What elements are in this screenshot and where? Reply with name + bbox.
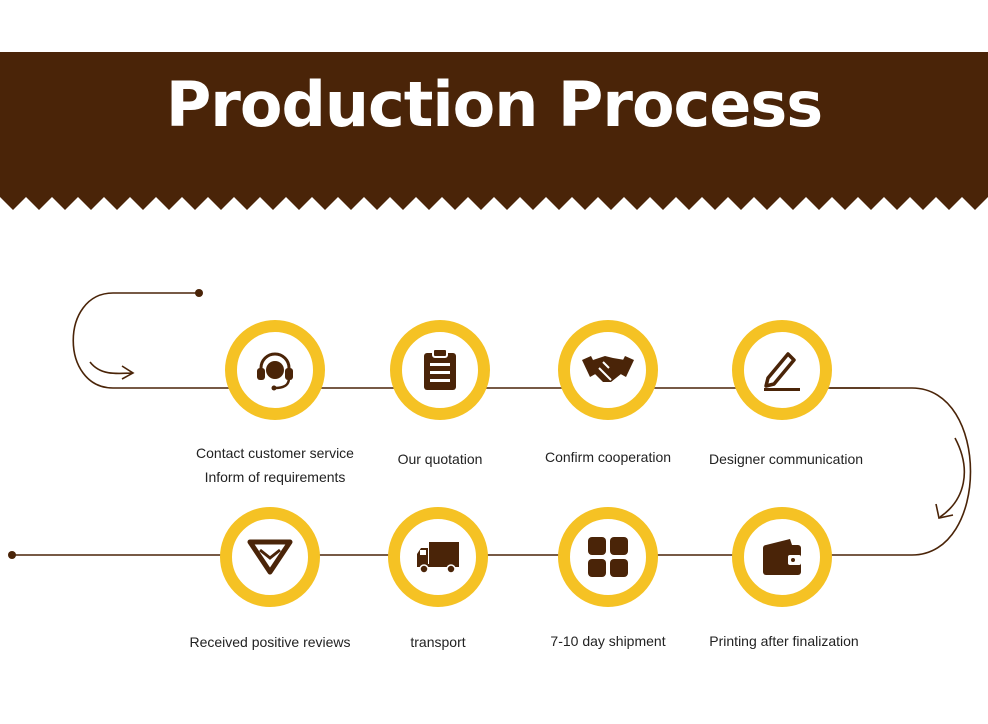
step-1-circle xyxy=(225,320,325,420)
handshake-icon xyxy=(582,356,634,382)
step-7-label: transport xyxy=(410,634,466,650)
step-8-circle xyxy=(220,507,320,607)
title-banner xyxy=(0,52,988,210)
step-3-circle xyxy=(558,320,658,420)
clipboard-icon xyxy=(424,348,456,390)
step-8-label: Received positive reviews xyxy=(189,634,351,650)
grid-icon xyxy=(588,537,628,577)
step-2-circle xyxy=(390,320,490,420)
step-2-label: Our quotation xyxy=(397,451,483,467)
pen-icon xyxy=(764,352,800,391)
step-1-label: Contact customer service Inform of requi… xyxy=(175,441,375,489)
step-3-label: Confirm cooperation xyxy=(544,449,672,465)
step-6-label: 7-10 day shipment xyxy=(550,633,666,649)
headset-icon xyxy=(257,352,293,391)
flow-right-curve xyxy=(830,387,972,556)
banner-background xyxy=(0,52,988,210)
step-1-label-line-1: Contact customer service xyxy=(196,445,354,461)
step-6-circle xyxy=(558,507,658,607)
step-5-label: Printing after finalization xyxy=(709,633,859,649)
flow-right-arrow xyxy=(939,437,966,518)
wallet-icon xyxy=(763,539,801,575)
diamond-icon xyxy=(247,539,293,575)
step-1-label-line-2: Inform of requirements xyxy=(204,469,346,485)
step-5-circle xyxy=(732,507,832,607)
truck-icon xyxy=(417,542,459,574)
step-4-label: Designer communication xyxy=(708,451,864,467)
step-4-circle xyxy=(732,320,832,420)
flow-end-dot xyxy=(8,551,16,559)
page-title: Production Process xyxy=(165,68,823,141)
flow-start-arrow xyxy=(89,361,133,375)
flow-right-arrowhead xyxy=(935,503,954,519)
flow-start-arrowhead xyxy=(121,365,135,380)
flow-start-hook xyxy=(72,292,230,389)
flow-start-dot xyxy=(195,289,203,297)
step-7-circle xyxy=(388,507,488,607)
